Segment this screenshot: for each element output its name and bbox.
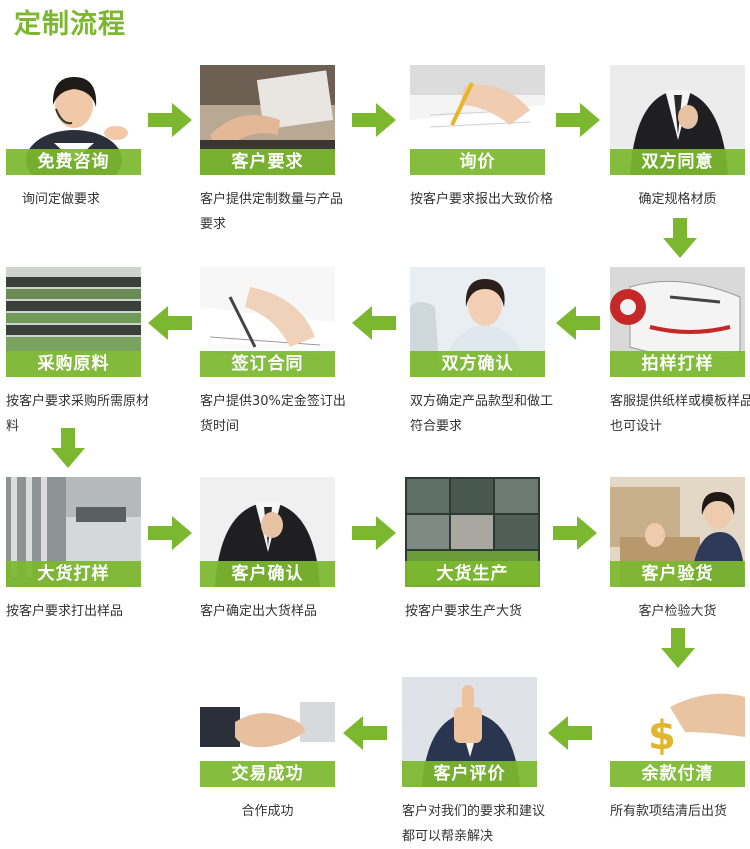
step-desc: 所有款项结清后出货 bbox=[610, 804, 728, 819]
step-desc: 客服提供纸样或模板样品也可设计 bbox=[610, 394, 750, 434]
step-customer-requirements: 客户要求 客户提供定制数量与产品要求 bbox=[200, 65, 343, 237]
step-desc: 客户检验大货 bbox=[638, 604, 717, 619]
arrow-right-icon bbox=[553, 516, 597, 550]
step-desc: 询问定做要求 bbox=[22, 192, 101, 207]
step-desc: 客户提供30%定金签订出货时间 bbox=[200, 394, 346, 434]
photo-production-line-collage: 大货生产 bbox=[405, 477, 540, 587]
arrow-down-icon bbox=[663, 218, 697, 258]
arrow-left-icon bbox=[556, 306, 600, 340]
step-label: 采购原料 bbox=[6, 351, 141, 377]
photo-woman-inspecting-boxes: 客户验货 bbox=[610, 477, 745, 587]
step-label: 交易成功 bbox=[200, 761, 335, 787]
arrow-left-icon bbox=[352, 306, 396, 340]
arrow-down-icon bbox=[51, 428, 85, 468]
photo-handshake: 交易成功 bbox=[200, 677, 335, 787]
step-label: 双方确认 bbox=[410, 351, 545, 377]
step-sign-contract: 签订合同 客户提供30%定金签订出货时间 bbox=[200, 267, 346, 439]
step-label: 余款付清 bbox=[610, 761, 745, 787]
photo-pointing-at-tablet: 客户要求 bbox=[200, 65, 335, 175]
photo-signing-contract: 签订合同 bbox=[200, 267, 335, 377]
arrow-right-icon bbox=[556, 103, 600, 137]
step-balance-payment: $ 余款付清 所有款项结清后出货 bbox=[610, 677, 745, 824]
step-sample-making: 拍样打样 客服提供纸样或模板样品也可设计 bbox=[610, 267, 750, 439]
arrow-right-icon bbox=[352, 516, 396, 550]
step-customer-inspection: 客户验货 客户检验大货 bbox=[610, 477, 745, 624]
arrow-right-icon bbox=[352, 103, 396, 137]
step-desc: 客户对我们的要求和建议都可以帮亲解决 bbox=[402, 804, 546, 844]
photo-thumbs-up: 客户评价 bbox=[402, 677, 537, 787]
photo-smiling-businesswoman: 双方确认 bbox=[410, 267, 545, 377]
arrow-down-icon bbox=[661, 628, 695, 668]
step-desc: 按客户要求生产大货 bbox=[405, 604, 523, 619]
step-bulk-production: 大货生产 按客户要求生产大货 bbox=[405, 477, 540, 624]
step-desc: 双方确定产品款型和做工符合要求 bbox=[410, 394, 554, 434]
arrow-right-icon bbox=[148, 103, 192, 137]
step-customer-confirmation: 客户确认 客户确定出大货样品 bbox=[200, 477, 335, 624]
step-label: 客户评价 bbox=[402, 761, 537, 787]
step-label: 免费咨询 bbox=[6, 149, 141, 175]
step-label: 拍样打样 bbox=[610, 351, 745, 377]
photo-hand-with-dollar-sign: $ 余款付清 bbox=[610, 677, 745, 787]
step-desc: 按客户要求打出样品 bbox=[6, 604, 124, 619]
photo-customer-service-agent: 免费咨询 bbox=[6, 65, 141, 175]
step-desc: 客户确定出大货样品 bbox=[200, 604, 318, 619]
step-desc: 按客户要求报出大致价格 bbox=[410, 192, 554, 207]
step-label: 大货生产 bbox=[405, 561, 540, 587]
step-mutual-confirmation: 双方确认 双方确定产品款型和做工符合要求 bbox=[410, 267, 553, 439]
step-label: 询价 bbox=[410, 149, 545, 175]
photo-stacked-material: 采购原料 bbox=[6, 267, 141, 377]
photo-factory-machine: 大货打样 bbox=[6, 477, 141, 587]
step-label: 客户要求 bbox=[200, 149, 335, 175]
arrow-left-icon bbox=[343, 716, 387, 750]
page-title: 定制流程 bbox=[14, 9, 126, 40]
arrow-left-icon bbox=[548, 716, 592, 750]
step-deal-success: 交易成功 合作成功 bbox=[200, 677, 335, 824]
step-customer-review: 客户评价 客户对我们的要求和建议都可以帮亲解决 bbox=[402, 677, 545, 849]
step-desc: 确定规格材质 bbox=[638, 192, 717, 207]
step-desc: 客户提供定制数量与产品要求 bbox=[200, 192, 344, 232]
step-purchase-materials: 采购原料 按客户要求采购所需原材料 bbox=[6, 267, 149, 439]
step-free-consultation: 免费咨询 询问定做要求 bbox=[6, 65, 141, 212]
step-label: 大货打样 bbox=[6, 561, 141, 587]
step-desc: 按客户要求采购所需原材料 bbox=[6, 394, 150, 434]
svg-text:$: $ bbox=[648, 713, 676, 759]
step-bulk-sampling: 大货打样 按客户要求打出样品 bbox=[6, 477, 141, 624]
photo-writing-with-pen: 询价 bbox=[410, 65, 545, 175]
step-mutual-agreement: 双方同意 确定规格材质 bbox=[610, 65, 745, 212]
photo-sample-product: 拍样打样 bbox=[610, 267, 745, 377]
step-label: 双方同意 bbox=[610, 149, 745, 175]
photo-businessman-ok-gesture: 双方同意 bbox=[610, 65, 745, 175]
step-label: 客户验货 bbox=[610, 561, 745, 587]
photo-businessman-ok-gesture: 客户确认 bbox=[200, 477, 335, 587]
arrow-right-icon bbox=[148, 516, 192, 550]
arrow-left-icon bbox=[148, 306, 192, 340]
step-desc: 合作成功 bbox=[241, 804, 294, 819]
step-label: 签订合同 bbox=[200, 351, 335, 377]
step-label: 客户确认 bbox=[200, 561, 335, 587]
step-inquiry: 询价 按客户要求报出大致价格 bbox=[410, 65, 553, 212]
